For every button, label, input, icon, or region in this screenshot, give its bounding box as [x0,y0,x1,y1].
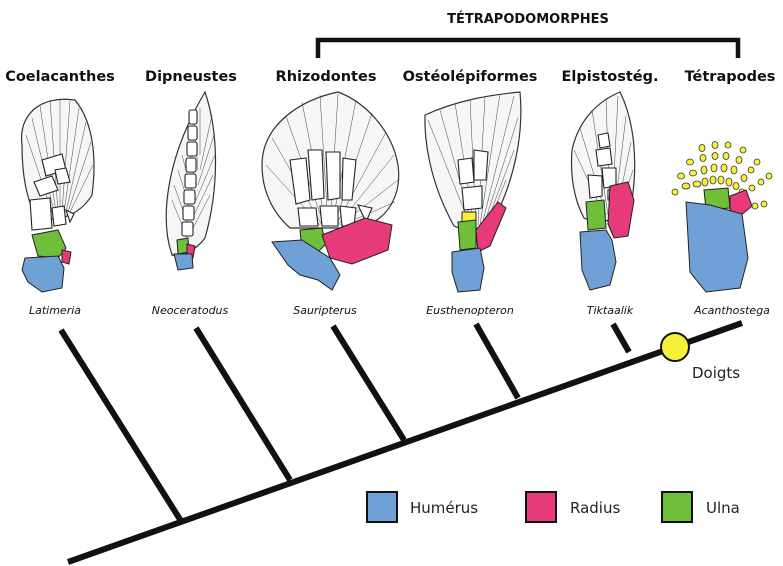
group-label: TÉTRAPODOMORPHES [447,11,609,27]
legend-label-radius: Radius [570,499,620,517]
taxon-tetrapodes: Tétrapodes [685,69,776,85]
digits-node-marker [661,333,689,361]
fin-sauripterus [262,92,399,290]
genus-neoceratodus: Neoceratodus [152,304,229,317]
genus-sauripterus: Sauripterus [293,304,357,317]
genus-latimeria: Latimeria [29,304,81,317]
legend-swatch-radius [526,492,556,522]
fin-latimeria [22,99,94,292]
limb-acanthostega [672,142,772,293]
legend: Humérus Radius Ulna [367,492,740,522]
branch-coelacanthes [61,330,181,521]
genus-eusthenopteron: Eusthenopteron [426,304,514,317]
taxon-osteolepiformes: Ostéolépiformes [403,69,538,85]
cladogram-trunk [68,323,742,562]
legend-label-ulna: Ulna [706,499,740,517]
cladogram [61,323,742,562]
branch-dipneustes [196,328,290,480]
genus-tiktaalik: Tiktaalik [587,304,634,317]
taxon-elpistostegalia: Elpistostég. [561,69,658,85]
fin-tiktaalik [572,92,635,290]
fin-eusthenopteron [425,92,521,292]
node-label-doigts: Doigts [692,364,740,382]
taxon-dipneustes: Dipneustes [145,69,237,85]
branch-elpistostegalia [613,324,629,352]
taxon-coelacanthes: Coelacanthes [5,69,115,85]
legend-swatch-ulna [662,492,692,522]
fin-neoceratodus [166,92,215,270]
branch-osteolepiformes [476,324,518,398]
tetrapodomorph-bracket [318,40,738,58]
taxon-rhizodontes: Rhizodontes [276,69,377,85]
genus-acanthostega: Acanthostega [693,304,770,317]
legend-label-humerus: Humérus [410,499,478,517]
legend-swatch-humerus [367,492,397,522]
branch-rhizodontes [333,326,404,440]
